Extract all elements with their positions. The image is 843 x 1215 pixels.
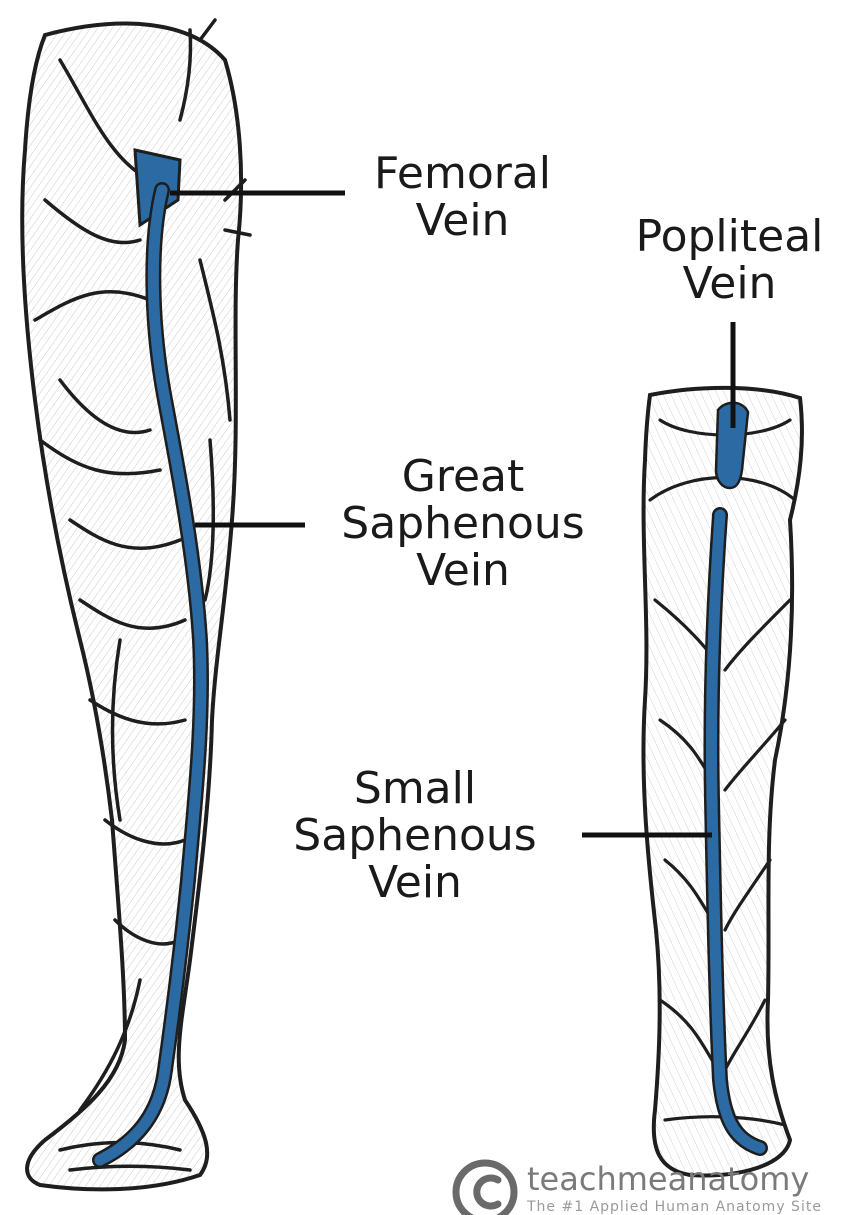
femoral-vein-label-line-2: Vein xyxy=(355,197,570,244)
watermark-tagline: The #1 Applied Human Anatomy Site xyxy=(527,1199,822,1215)
small-saphenous-vein-label-line-1: Small xyxy=(270,765,560,812)
small-saphenous-vein-label: Small Saphenous Vein xyxy=(270,765,560,906)
copyright-icon xyxy=(456,1163,514,1215)
popliteal-vein-label: Popliteal Vein xyxy=(612,213,843,307)
femoral-vein-label-line-1: Femoral xyxy=(355,150,570,197)
great-saphenous-vein-label-line-2: Saphenous xyxy=(318,500,608,547)
posterior-leg-drawing xyxy=(643,388,802,1176)
great-saphenous-vein-label-line-1: Great xyxy=(318,453,608,500)
small-saphenous-vein-label-line-2: Saphenous xyxy=(270,812,560,859)
great-saphenous-vein-label: Great Saphenous Vein xyxy=(318,453,608,594)
popliteal-vein-label-line-2: Vein xyxy=(612,260,843,307)
watermark-brand: teachmeanatomy xyxy=(527,1160,809,1198)
great-saphenous-vein-label-line-3: Vein xyxy=(318,547,608,594)
popliteal-vein-label-line-1: Popliteal xyxy=(612,213,843,260)
femoral-vein-label: Femoral Vein xyxy=(355,150,570,244)
small-saphenous-vein-label-line-3: Vein xyxy=(270,859,560,906)
